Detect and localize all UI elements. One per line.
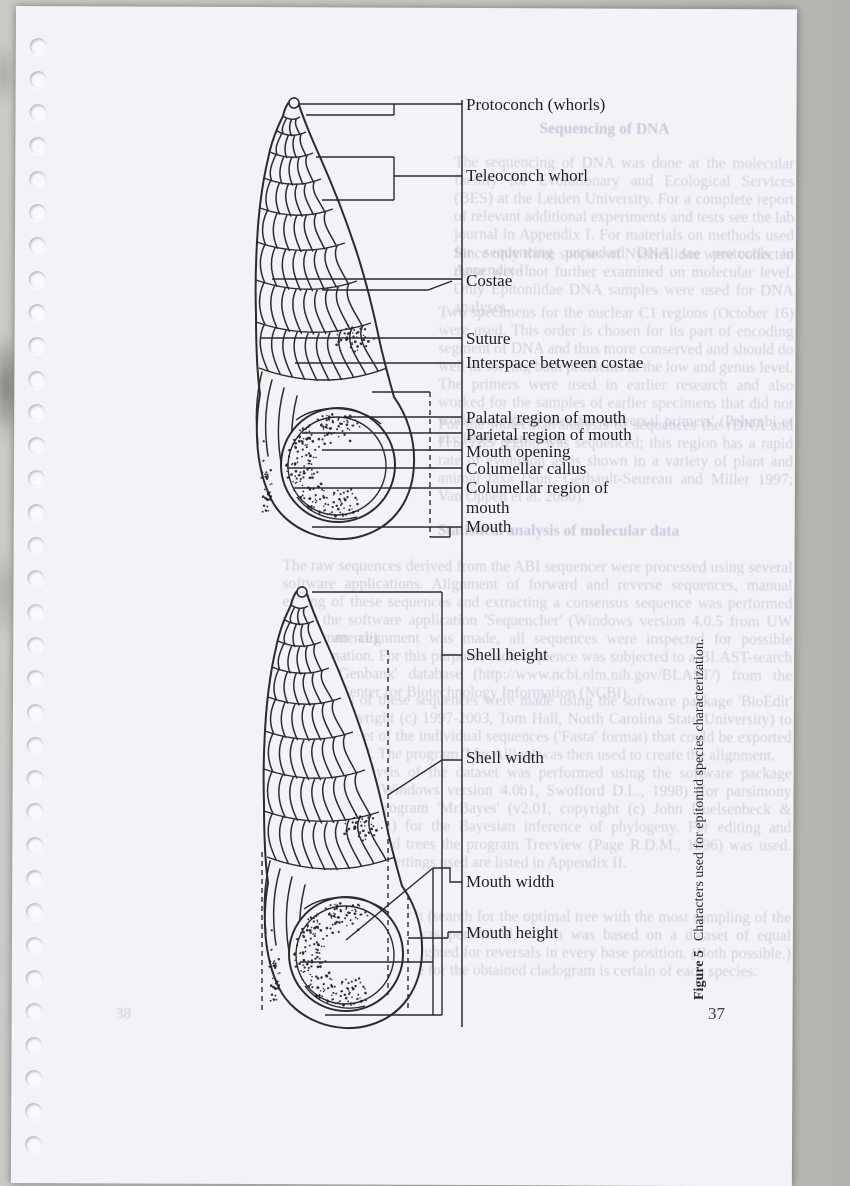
figure-label-mouth-width: Mouth width (466, 872, 555, 891)
figure-label-columellar-callus: Columellar callus (466, 459, 587, 478)
aperture-stippling (260, 324, 375, 518)
shell-columellar-callus-arc (296, 496, 358, 520)
edge-smudge (0, 42, 14, 106)
figure-caption: Figure 5 Characters used for epitoniid sp… (692, 639, 708, 1000)
callout-lines-upper (260, 103, 462, 538)
shell-parietal-arc (295, 407, 382, 425)
figure-label-palatal-region: Palatal region of mouth (466, 408, 627, 427)
shell-costae (255, 117, 379, 479)
caption-text: Characters used for epitoniid species ch… (692, 638, 707, 942)
shell-apex (288, 97, 300, 109)
figure-label-suture: Suture (466, 329, 511, 348)
figure-label-protoconch: Protoconch (whorls) (466, 95, 606, 114)
figure-label-columellar-region: Columellar region of mouth (466, 478, 609, 517)
shell-drawing (254, 96, 416, 541)
shell-aperture-inner-lip (287, 416, 387, 516)
measurement-lines-lower (300, 591, 462, 1016)
figure-label-costae: Costae (466, 271, 513, 290)
figure-label-teleoconch-whorl: Teleoconch whorl (466, 166, 589, 185)
edge-smudge (0, 548, 15, 638)
figure-label-shell-height: Shell height (466, 645, 548, 664)
figure-label-shell-width: Shell width (466, 748, 544, 767)
figure-label-mouth-opening: Mouth opening (466, 442, 571, 461)
measurement-dashed-lower (261, 650, 409, 1012)
page-number: 37 (708, 1004, 725, 1023)
figure-label-mouth-height: Mouth height (466, 923, 559, 942)
figure-label-interspace: Interspace between costae (466, 353, 644, 372)
caption-figure-number: Figure 5 (692, 950, 707, 1000)
figure-label-parietal-region: Parietal region of mouth (466, 425, 632, 444)
figure-label-mouth: Mouth (466, 517, 512, 536)
